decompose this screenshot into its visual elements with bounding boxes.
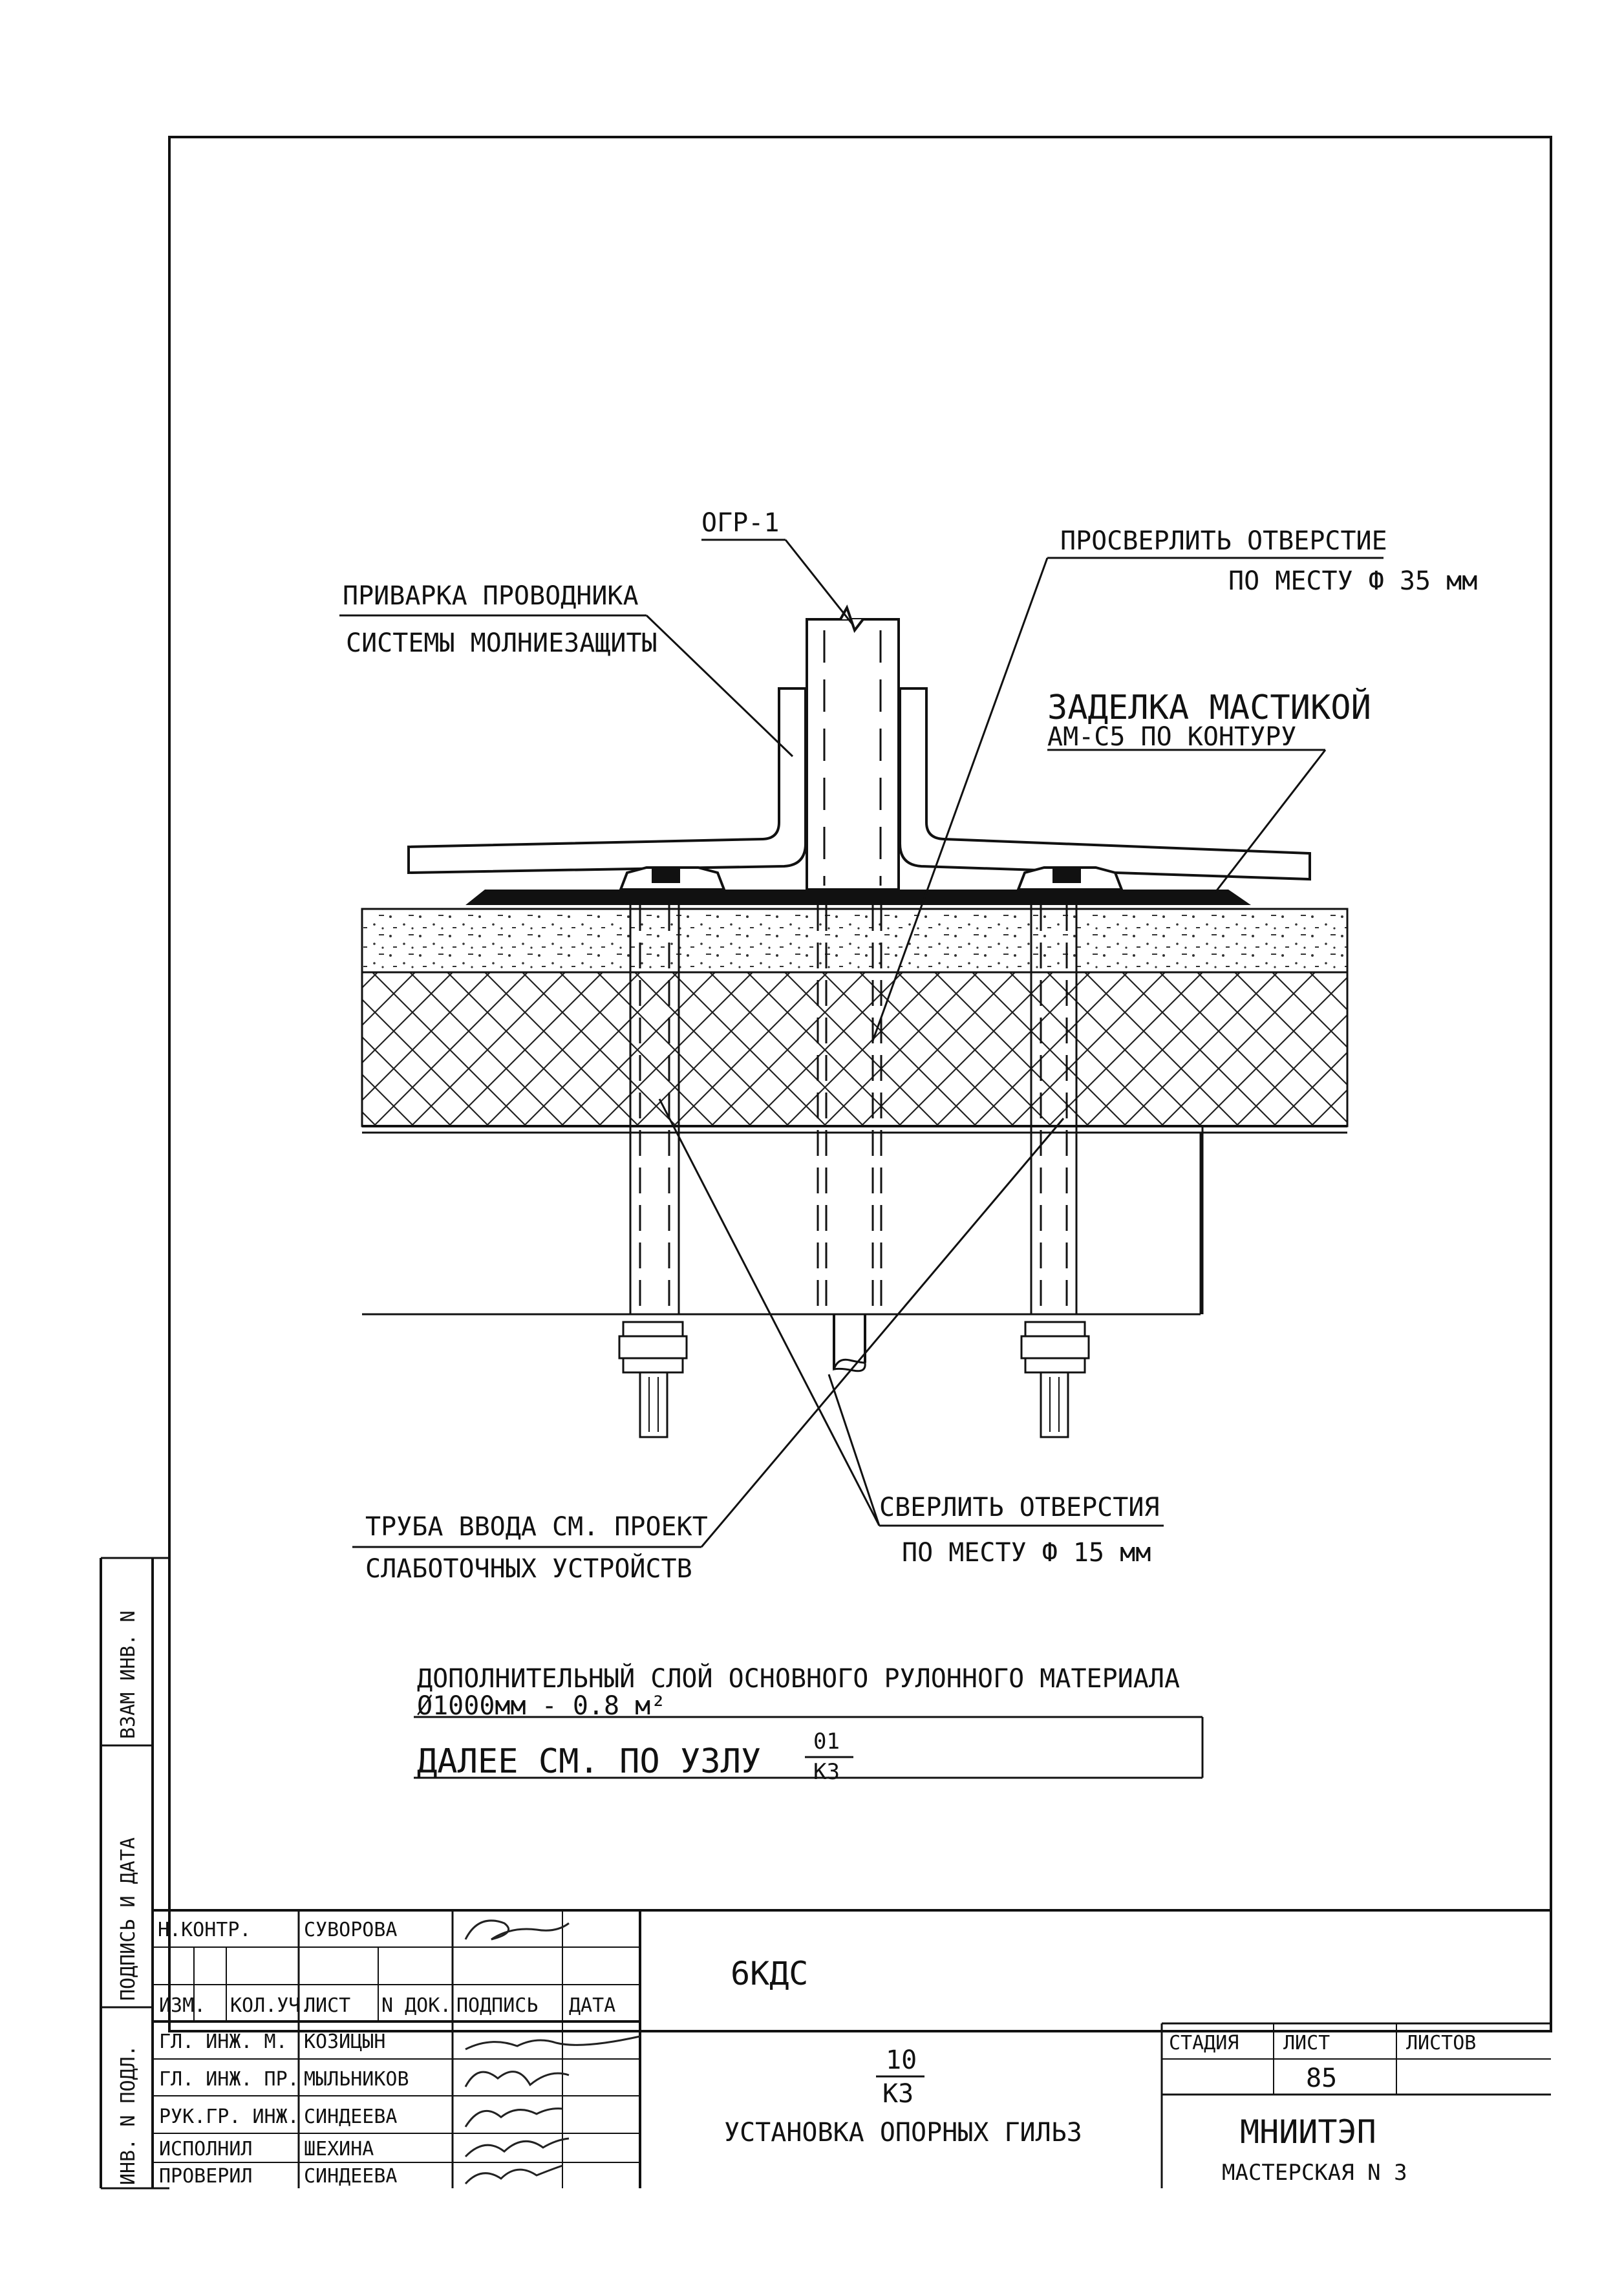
tb-name-5: СИНДЕЕВА (304, 2165, 398, 2188)
note-extra-layer-line1: ДОПОЛНИТЕЛЬНЫЙ СЛОЙ ОСНОВНОГО РУЛОННОГО … (417, 1663, 1180, 1694)
bolt-right (1016, 866, 1124, 1438)
tb-name-4: ШЕХИНА (304, 2138, 374, 2160)
callout-drill-bottom-line1: СВЕРЛИТЬ ОТВЕРСТИЯ (879, 1493, 1159, 1522)
tb-name-1: КОЗИЦЫН (304, 2031, 385, 2053)
bolt-left (618, 866, 726, 1438)
stamp-vzam-inv: ВЗАМ ИНВ. N (117, 1610, 140, 1739)
note-extra-layer-line2: Ø1000мм - 0.8 м² (417, 1691, 666, 1721)
callout-pipe-line2: СЛАБОТОЧНЫХ УСТРОЙСТВ (365, 1553, 692, 1584)
callout-drill-top-line1: ПРОСВЕРЛИТЬ ОТВЕРСТИЕ (1060, 526, 1387, 556)
callout-drill-top-line2: ПО МЕСТУ Ф 35 мм (1228, 566, 1477, 596)
callout-pipe-line1: ТРУБА ВВОДА СМ. ПРОЕКТ (365, 1512, 708, 1542)
tb-list-label: ЛИСТ (1283, 2032, 1330, 2054)
sheet-frame (168, 136, 1552, 2032)
callout-welding-line2: СИСТЕМЫ МОЛНИЕЗАЩИТЫ (346, 628, 657, 658)
callout-mastic-line2: АМ-С5 ПО КОНТУРУ (1047, 722, 1296, 752)
tb-node-den: К3 (882, 2079, 914, 2109)
insulation-layer (361, 971, 1349, 1127)
stamp-podpis-data: ПОДПИСЬ И ДАТА (117, 1837, 140, 2001)
tb-sheet-title: УСТАНОВКА ОПОРНЫХ ГИЛЬЗ (724, 2118, 1082, 2148)
flange-right-arm (899, 687, 1311, 881)
tb-role-5: ПРОВЕРИЛ (159, 2165, 253, 2188)
note-further-num: 01 (813, 1729, 840, 1754)
tb-header-ndok: N ДОК. (381, 1994, 451, 2017)
note-further: ДАЛЕЕ СМ. ПО УЗЛУ (417, 1742, 761, 1781)
callout-drill-bottom-line2: ПО МЕСТУ Ф 15 мм (902, 1538, 1151, 1568)
flange-left-arm (407, 687, 807, 875)
screed-layer (361, 908, 1349, 974)
tb-header-list: ЛИСТ (304, 1994, 350, 2017)
tb-listov-label: ЛИСТОВ (1406, 2032, 1476, 2054)
tb-n-kontr-label: Н.КОНТР. (158, 1919, 251, 1941)
signatures (464, 1919, 641, 2185)
tb-stage-label: СТАДИЯ (1169, 2032, 1239, 2054)
note-further-den: К3 (813, 1759, 840, 1785)
title-block (153, 1909, 1551, 2188)
callout-ogr: ОГР-1 (701, 508, 779, 538)
tb-node-num: 10 (886, 2045, 917, 2075)
tb-name-3: СИНДЕЕВА (304, 2106, 398, 2128)
tb-n-kontr-name: СУВОРОВА (304, 1919, 398, 1941)
tb-project-code: 6КДС (731, 1955, 808, 1992)
tb-role-3: РУК.ГР. ИНЖ. (159, 2106, 299, 2128)
tb-header-izm: ИЗМ. (159, 1994, 206, 2017)
tb-role-2: ГЛ. ИНЖ. ПР. (159, 2068, 299, 2091)
callout-welding-line1: ПРИВАРКА ПРОВОДНИКА (343, 581, 639, 611)
tb-org-name: МНИИТЭП (1240, 2113, 1376, 2151)
side-stamp: ВЗАМ ИНВ. N ПОДПИСЬ И ДАТА ИНВ. N ПОДЛ. (100, 1557, 169, 2190)
tb-name-2: МЫЛЬНИКОВ (304, 2068, 409, 2091)
tb-role-4: ИСПОЛНИЛ (159, 2138, 253, 2160)
leader-lines (339, 539, 1384, 1779)
tb-role-1: ГЛ. ИНЖ. М. (159, 2031, 288, 2053)
tb-org-sub: МАСТЕРСКАЯ N 3 (1222, 2160, 1407, 2186)
roofing-membrane (465, 890, 1251, 905)
tb-list-value: 85 (1306, 2063, 1337, 2093)
service-pipe (832, 1314, 866, 1372)
stamp-inv-podl: ИНВ. N ПОДЛ. (117, 2045, 140, 2185)
roof-section-drawing: ОГР-1 ПРИВАРКА ПРОВОДНИКА СИСТЕМЫ МОЛНИЕ… (339, 508, 1477, 1785)
tb-header-data: ДАТА (569, 1994, 615, 2017)
tb-header-podpis: ПОДПИСЬ (456, 1994, 538, 2017)
tb-header-kol: КОЛ.УЧ. (230, 1994, 312, 2017)
support-sleeve (806, 604, 900, 1314)
callout-mastic-line1: ЗАДЕЛКА МАСТИКОЙ (1047, 688, 1371, 727)
